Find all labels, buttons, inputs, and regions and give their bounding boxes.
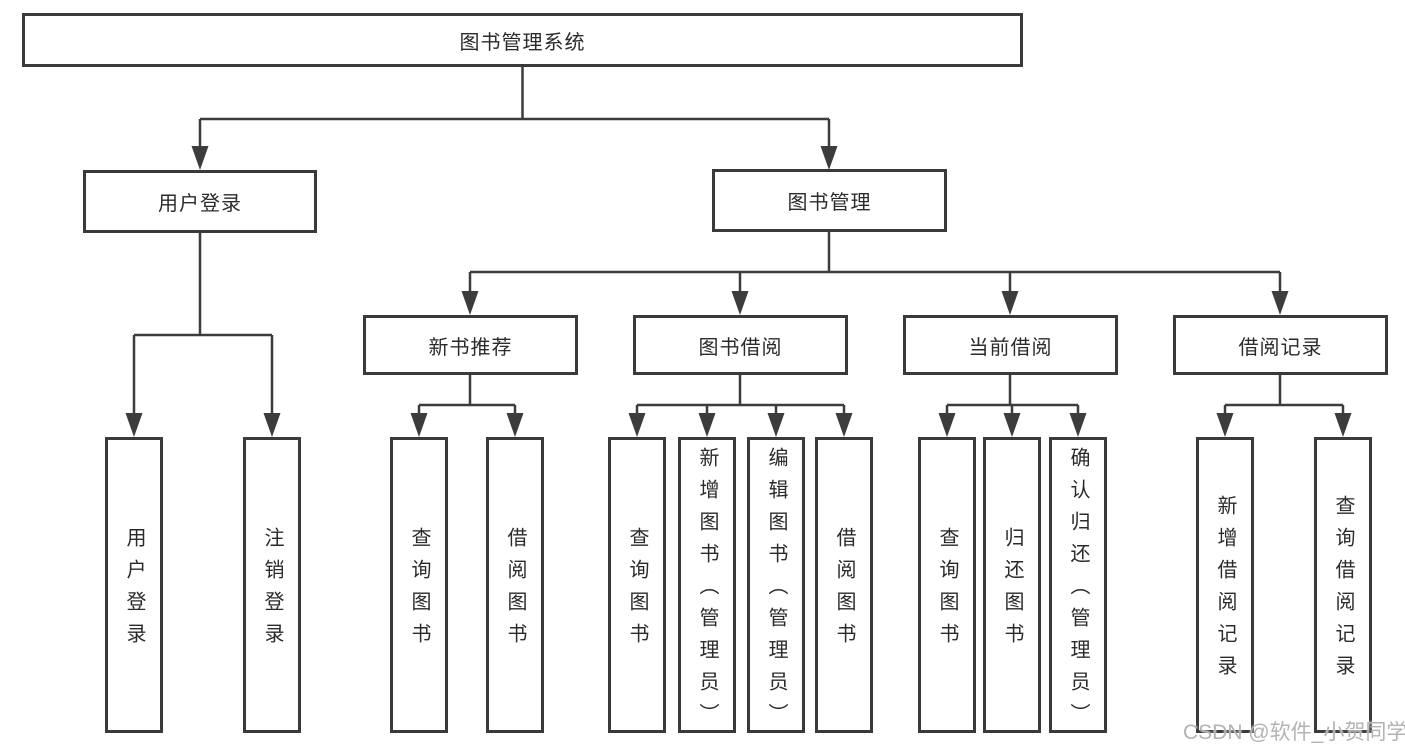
node-label: 图书管理系统 xyxy=(459,31,586,54)
node-user-login-module: 用户登录 xyxy=(83,170,317,233)
node-label: 借阅图书 xyxy=(504,527,526,655)
node-label: 图书管理 xyxy=(787,192,872,214)
node-label: 查询图书 xyxy=(936,527,958,655)
node-label: 新书推荐 xyxy=(428,336,513,359)
leaf-user-login: 用户登录 xyxy=(105,437,163,733)
node-label: 编辑图书（管理员） xyxy=(765,447,787,735)
leaf-add-borrow-record: 新增借阅记录 xyxy=(1196,437,1254,733)
node-label: 新增图书（管理员） xyxy=(696,447,718,735)
node-book-management-module: 图书管理 xyxy=(712,169,947,232)
node-label: 查询图书 xyxy=(408,527,430,655)
node-label: 图书借阅 xyxy=(698,336,783,359)
node-new-book-recommendation: 新书推荐 xyxy=(363,315,578,375)
node-label: 新增借阅记录 xyxy=(1214,495,1236,687)
leaf-borrow-books-recommend: 借阅图书 xyxy=(486,437,544,733)
leaf-return-books: 归还图书 xyxy=(983,437,1041,733)
node-current-borrowing: 当前借阅 xyxy=(903,315,1118,375)
leaf-add-books-admin: 新增图书（管理员） xyxy=(678,437,736,735)
leaf-logout: 注销登录 xyxy=(243,437,301,733)
leaf-query-books-current: 查询图书 xyxy=(918,437,976,733)
arrowhead-icons xyxy=(125,146,1352,437)
node-root-library-system: 图书管理系统 xyxy=(22,13,1023,67)
csdn-watermark: CSDN @软件_小贺同学 xyxy=(1183,721,1405,744)
leaf-borrow-books: 借阅图书 xyxy=(815,437,873,733)
leaf-query-borrow-record: 查询借阅记录 xyxy=(1314,437,1372,733)
node-label: 归还图书 xyxy=(1001,527,1023,655)
node-book-borrowing: 图书借阅 xyxy=(633,315,848,375)
node-label: 当前借阅 xyxy=(968,336,1053,359)
node-label: 注销登录 xyxy=(261,527,283,655)
node-borrowing-records: 借阅记录 xyxy=(1173,315,1388,375)
node-label: 查询图书 xyxy=(626,527,648,655)
node-label: 借阅图书 xyxy=(833,527,855,655)
node-label: 确认归还（管理员） xyxy=(1067,447,1089,735)
leaf-edit-books-admin: 编辑图书（管理员） xyxy=(747,437,805,735)
node-label: 查询借阅记录 xyxy=(1332,495,1354,687)
leaf-query-books-recommend: 查询图书 xyxy=(390,437,448,733)
leaf-query-books-borrowing: 查询图书 xyxy=(608,437,666,733)
node-label: 用户登录 xyxy=(158,193,242,215)
node-label: 用户登录 xyxy=(123,527,145,655)
leaf-confirm-return-admin: 确认归还（管理员） xyxy=(1049,437,1107,735)
node-label: 借阅记录 xyxy=(1238,336,1323,359)
